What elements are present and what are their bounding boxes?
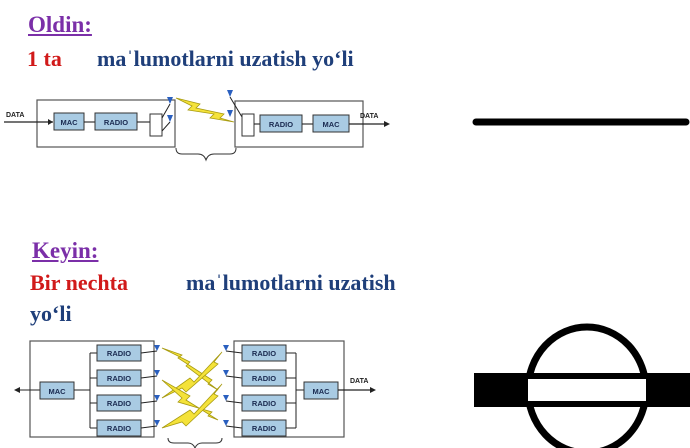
lightning-bolt-icon bbox=[161, 379, 219, 421]
after-left-radios: RADIO RADIO RADIO RADIO bbox=[90, 344, 142, 437]
radio-label: RADIO bbox=[107, 399, 131, 408]
lightning-bolt-icon bbox=[161, 351, 223, 399]
antenna-icon bbox=[154, 370, 160, 376]
before-description: maˈlumotlarni uzatish yo‘li bbox=[97, 46, 354, 71]
radio-label: RADIO bbox=[107, 424, 131, 433]
antenna-icon bbox=[223, 395, 229, 401]
link-brace bbox=[167, 437, 223, 448]
antenna-icon bbox=[154, 345, 160, 351]
before-heading: Oldin: bbox=[28, 12, 92, 37]
after-description-line2: yo‘li bbox=[30, 301, 72, 326]
before-data-out-label: DATA bbox=[360, 113, 378, 120]
crossed-links bbox=[161, 347, 223, 429]
multi-path-symbol bbox=[474, 323, 690, 448]
radio-label: RADIO bbox=[107, 349, 131, 358]
antenna-icon bbox=[167, 115, 173, 122]
after-mac-label-right: MAC bbox=[312, 387, 330, 396]
before-mac-label-right: MAC bbox=[322, 120, 340, 129]
before-radio-label-right: RADIO bbox=[269, 120, 293, 129]
after-heading: Keyin: bbox=[32, 238, 99, 263]
radio-label: RADIO bbox=[252, 349, 276, 358]
before-count: 1 ta bbox=[27, 46, 62, 71]
radio-label: RADIO bbox=[252, 424, 276, 433]
radio-label: RADIO bbox=[252, 374, 276, 383]
antenna-icon bbox=[227, 110, 233, 117]
antenna-icon bbox=[154, 395, 160, 401]
before-radio-label-left: RADIO bbox=[104, 118, 128, 127]
after-data-out-label: DATA bbox=[350, 378, 368, 385]
radio-label: RADIO bbox=[107, 374, 131, 383]
after-mac-label-left: MAC bbox=[48, 387, 66, 396]
lightning-bolt-icon bbox=[161, 347, 219, 391]
link-brace bbox=[175, 147, 237, 162]
before-data-in-label: DATA bbox=[6, 112, 24, 119]
before-mac-label-left: MAC bbox=[60, 118, 78, 127]
radio-label: RADIO bbox=[252, 399, 276, 408]
antenna-icon bbox=[227, 90, 233, 97]
before-right-station: RADIO MAC DATA bbox=[227, 90, 390, 148]
lightning-bolt-icon bbox=[161, 383, 223, 429]
after-description-line1: maˈlumotlarni uzatish bbox=[186, 270, 396, 295]
after-right-radios: RADIO RADIO RADIO RADIO bbox=[241, 344, 287, 437]
antenna-icon bbox=[167, 97, 173, 104]
lightning-bolt-icon bbox=[175, 97, 235, 123]
after-count: Bir nechta bbox=[30, 270, 128, 295]
antenna-icon bbox=[154, 420, 160, 426]
antenna-icon bbox=[223, 370, 229, 376]
antenna-icon bbox=[223, 420, 229, 426]
before-left-station: DATA MAC RADIO bbox=[4, 97, 176, 148]
antenna-icon bbox=[223, 345, 229, 351]
